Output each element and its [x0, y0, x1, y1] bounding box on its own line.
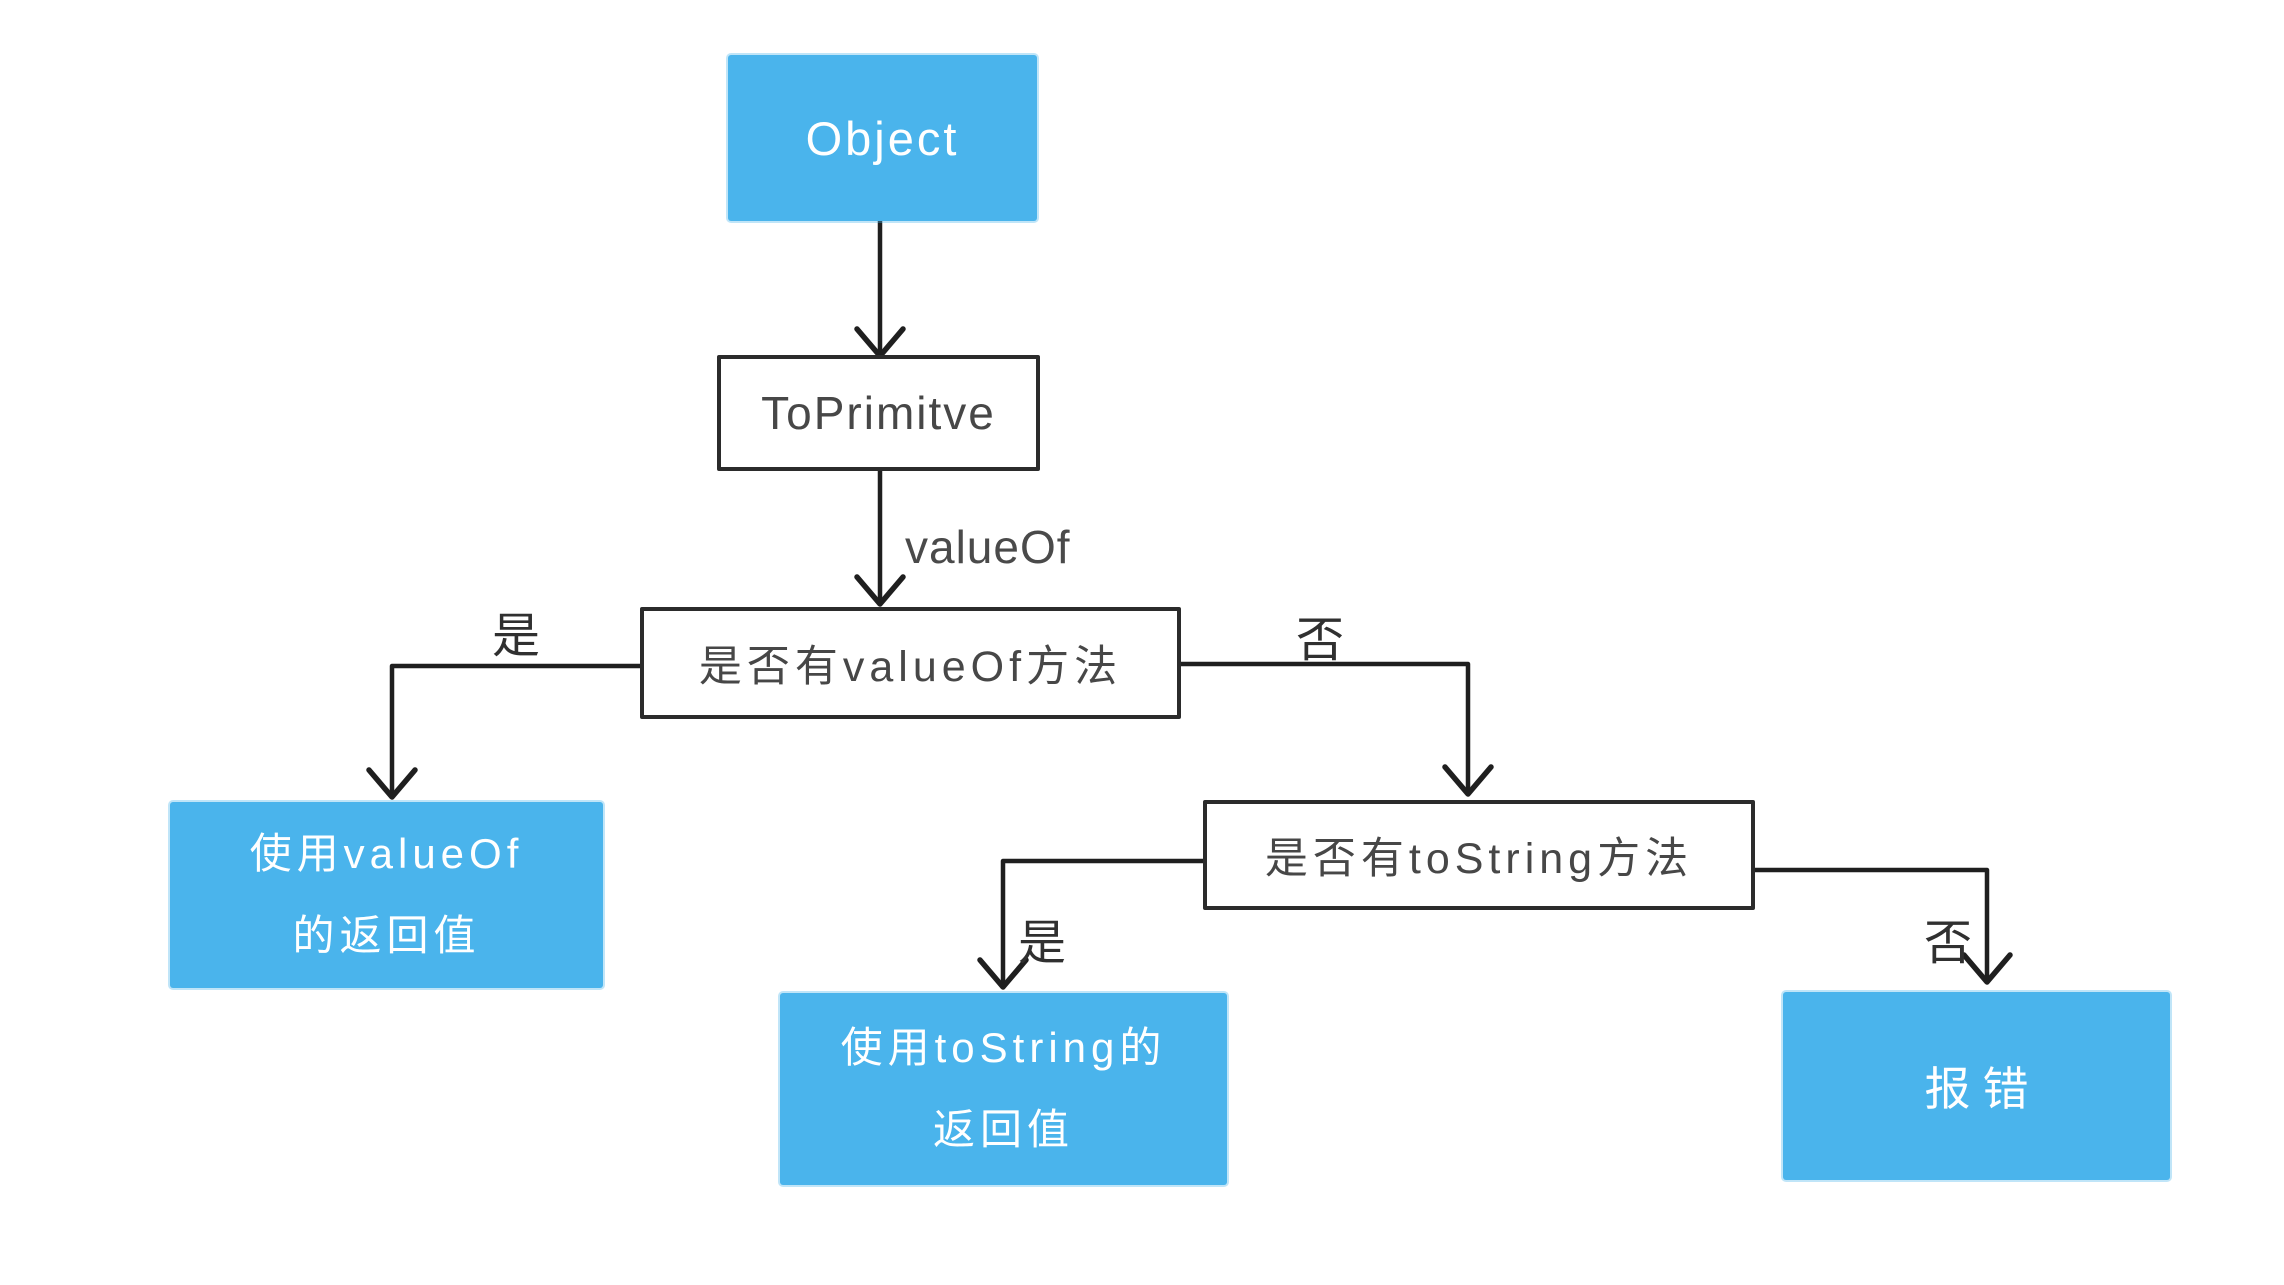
edge-label-has-tostring-yes: 是 — [1018, 917, 1067, 970]
arrowhead-down-icon — [366, 767, 418, 800]
node-use-valueof-result: 使用valueOf 的返回值 — [170, 802, 603, 988]
node-use-tostring-line2: 返回值 — [932, 1106, 1074, 1153]
arrowhead-down-icon — [854, 574, 906, 607]
node-use-tostring-result: 使用toString的 返回值 — [780, 993, 1227, 1185]
node-use-tostring-line1: 使用toString的 — [840, 1024, 1167, 1072]
edge-has-tostring-yes — [977, 858, 1206, 990]
node-object: Object — [728, 55, 1037, 221]
node-has-tostring-label: 是否有toString方法 — [1264, 835, 1694, 883]
node-use-valueof-line1: 使用valueOf — [249, 830, 524, 878]
node-error: 报错 — [1783, 992, 2170, 1180]
arrowhead-down-icon — [1961, 952, 2013, 985]
edge-has-valueof-yes — [366, 663, 643, 800]
edge-label-valueof: valueOf — [905, 521, 1071, 573]
edge-toprimitive-to-has-valueof — [854, 468, 906, 607]
node-toprimitive: ToPrimitve — [717, 355, 1040, 471]
node-error-label: 报错 — [1924, 1063, 2041, 1115]
node-has-tostring-question: 是否有toString方法 — [1203, 800, 1755, 910]
edge-has-tostring-no — [1752, 867, 2013, 985]
node-has-valueof-question: 是否有valueOf方法 — [640, 607, 1181, 719]
edge-has-valueof-no — [1178, 661, 1494, 797]
node-toprimitive-label: ToPrimitve — [761, 387, 996, 439]
node-use-valueof-line2: 的返回值 — [292, 912, 481, 959]
arrowhead-down-icon — [1442, 764, 1494, 797]
arrowhead-down-icon — [977, 957, 1029, 990]
edge-label-has-valueof-no: 否 — [1296, 614, 1345, 667]
edge-label-has-tostring-no: 否 — [1924, 917, 1973, 970]
edge-object-to-toprimitive — [854, 218, 906, 359]
node-object-label: Object — [805, 111, 960, 165]
node-has-valueof-label: 是否有valueOf方法 — [698, 643, 1123, 691]
edge-label-has-valueof-yes: 是 — [492, 610, 541, 663]
